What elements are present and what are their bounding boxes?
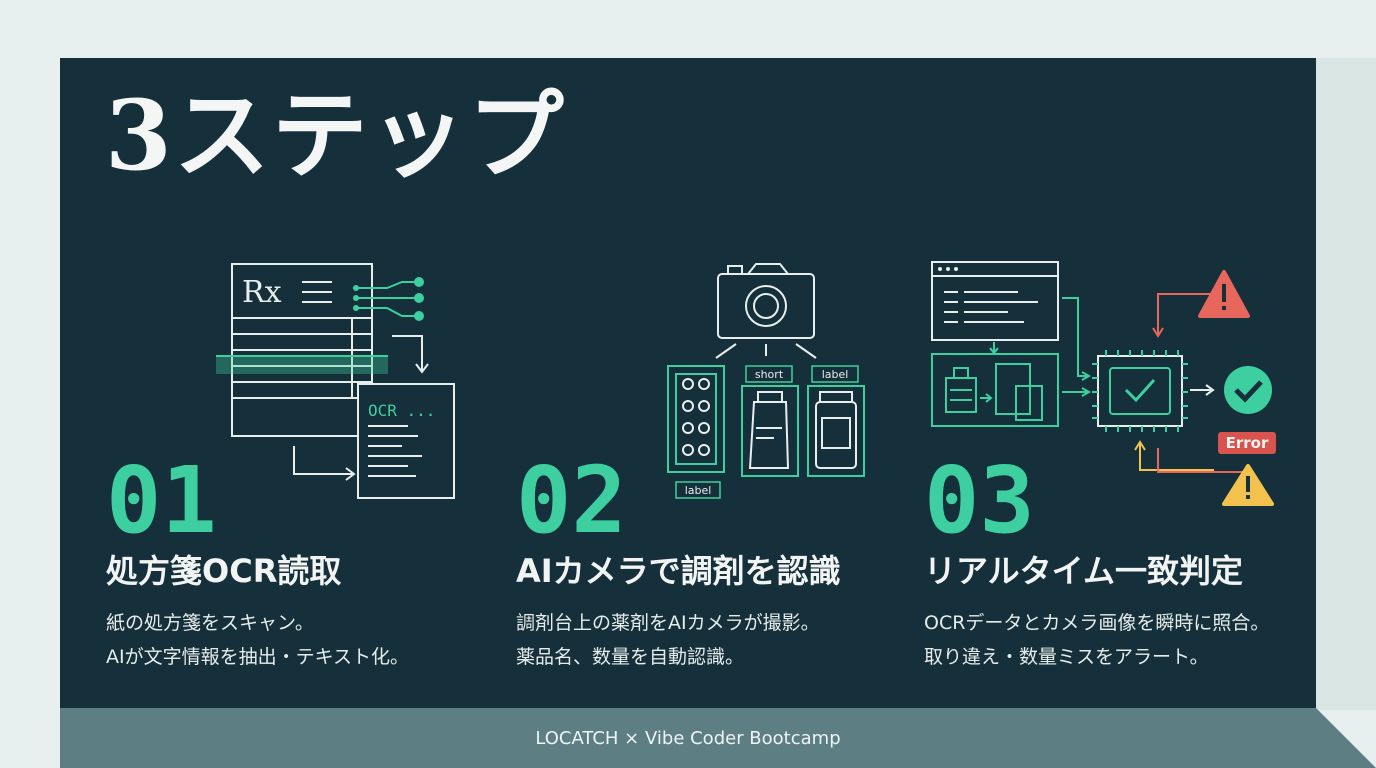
step-desc-line: 薬品名、数量を自動認識。 <box>516 646 745 668</box>
footer-credit: LOCATCH × Vibe Coder Bootcamp <box>535 728 841 749</box>
right-border <box>1316 58 1376 710</box>
label-tag-top: label <box>822 368 849 381</box>
step-title-3: リアルタイム一致判定 <box>924 552 1244 590</box>
step-desc-line: AIが文字情報を抽出・テキスト化。 <box>106 646 410 668</box>
footer-bar: LOCATCH × Vibe Coder Bootcamp <box>60 708 1376 768</box>
step-desc-line: OCRデータとカメラ画像を瞬時に照合。 <box>924 612 1270 634</box>
step-desc-1: 紙の処方箋をスキャン。 AIが文字情報を抽出・テキスト化。 <box>106 606 409 674</box>
ocr-label: OCR ... <box>368 401 435 420</box>
step-desc-line: 紙の処方箋をスキャン。 <box>106 612 314 634</box>
label-tag-bottom: label <box>685 484 712 497</box>
short-tag: short <box>755 368 784 381</box>
page-title: 3ステップ <box>105 79 566 192</box>
step-desc-3: OCRデータとカメラ画像を瞬時に照合。 取り違え・数量ミスをアラート。 <box>924 606 1269 674</box>
step-desc-2: 調剤台上の薬剤をAIカメラが撮影。 薬品名、数量を自動認識。 <box>516 606 820 674</box>
step-title-2: AIカメラで調剤を認識 <box>516 552 841 590</box>
camera-drug-recognition-icon: short label label <box>667 263 865 499</box>
main-panel <box>60 58 1316 710</box>
step-desc-line: 取り違え・数量ミスをアラート。 <box>924 646 1209 668</box>
step-number-3: 03 <box>924 447 1035 554</box>
realtime-match-check-icon: Error <box>931 261 1276 506</box>
step-title-1: 処方箋OCR読取 <box>106 552 342 590</box>
step-number-1: 01 <box>106 447 217 554</box>
prescription-ocr-scan-icon: Rx OCR ... <box>216 263 455 499</box>
step-number-2: 02 <box>516 447 627 554</box>
step-desc-line: 調剤台上の薬剤をAIカメラが撮影。 <box>516 612 820 634</box>
rx-symbol: Rx <box>242 275 282 310</box>
error-badge: Error <box>1226 434 1269 452</box>
